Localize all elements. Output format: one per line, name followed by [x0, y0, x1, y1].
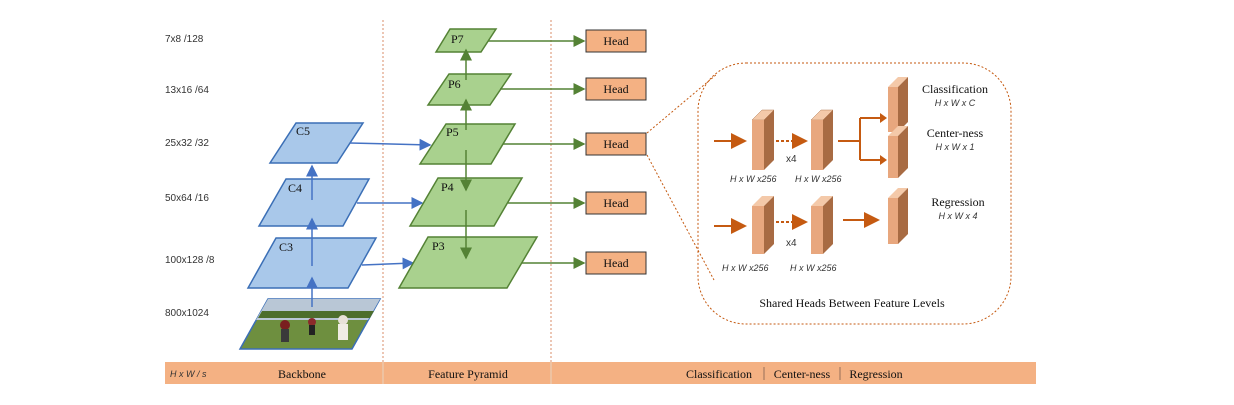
- repeat-label-bottom: x4: [786, 238, 797, 249]
- output-regression-map: [888, 188, 908, 244]
- head-box-p4: Head: [585, 191, 647, 215]
- head-box-p6: Head: [585, 77, 647, 101]
- backbone-c4-label: C4: [288, 181, 302, 195]
- head-label: Head: [603, 34, 628, 48]
- arrow-c5-p5: [349, 138, 432, 151]
- head-label: Head: [603, 196, 628, 210]
- pyramid-p6-label: P6: [448, 77, 461, 91]
- bottom-bar-backbone: Backbone: [278, 367, 326, 381]
- feature-map-top-1: [751, 109, 775, 170]
- arrow-c3-p3: [361, 257, 415, 270]
- output-classification-map: [888, 77, 908, 132]
- branch-lines: [838, 117, 880, 161]
- backbone-c3-label: C3: [279, 240, 293, 254]
- scale-label-p4: 50x64 /16: [165, 193, 209, 204]
- bottom-bar-pyramid: Feature Pyramid: [428, 367, 508, 381]
- dims-bottom-2: H x W x256: [790, 263, 837, 273]
- pyramid-p6: [426, 73, 513, 106]
- head-box-p3: Head: [585, 251, 647, 275]
- backbone-c4: [257, 178, 371, 227]
- head-label: Head: [603, 137, 628, 151]
- dims-bottom-1: H x W x256: [722, 263, 769, 273]
- repeat-label-top: x4: [786, 154, 797, 165]
- pyramid-p3-label: P3: [432, 239, 445, 253]
- backbone-c5-label: C5: [296, 124, 310, 138]
- bottom-bar-regression: Regression: [849, 367, 902, 381]
- pyramid-p3: [397, 236, 539, 289]
- output-centerness-map: [888, 126, 908, 178]
- zoom-connector-bottom: [646, 154, 715, 281]
- scale-label-p3: 100x128 /8: [165, 255, 215, 266]
- regression-title: Regression: [931, 195, 984, 209]
- pyramid-p4: [408, 177, 524, 227]
- pyramid-p7-label: P7: [451, 32, 464, 46]
- feature-map-bottom-1: [752, 196, 774, 254]
- centerness-title: Center-ness: [927, 126, 984, 140]
- zoom-connector-top: [646, 73, 718, 134]
- head-label: Head: [603, 256, 628, 270]
- pyramid-p4-label: P4: [441, 180, 454, 194]
- regression-dims: H x W x 4: [938, 211, 977, 221]
- shared-heads-caption: Shared Heads Between Feature Levels: [759, 296, 945, 310]
- head-box-p5: Head: [585, 132, 647, 156]
- bottom-bar-scale: H x W / s: [170, 369, 207, 379]
- pyramid-p5-label: P5: [446, 125, 459, 139]
- pyramid-p5: [418, 123, 517, 165]
- dims-top-2: H x W x256: [795, 174, 842, 184]
- feature-map-bottom-2: [811, 196, 833, 254]
- scale-label-p5: 25x32 /32: [165, 138, 209, 149]
- feature-map-top-2: [810, 109, 834, 170]
- centerness-dims: H x W x 1: [935, 142, 974, 152]
- backbone-c5: [268, 122, 365, 164]
- shared-head-detail-box: [697, 62, 1012, 325]
- bottom-bar-classification: Classification: [686, 367, 752, 381]
- scale-label-p6: 13x16 /64: [165, 85, 209, 96]
- head-box-p7: Head: [585, 29, 647, 53]
- scale-label-input: 800x1024: [165, 308, 209, 319]
- classification-title: Classification: [922, 82, 988, 96]
- head-label: Head: [603, 82, 628, 96]
- input-image: [238, 298, 382, 350]
- scale-label-p7: 7x8 /128: [165, 34, 204, 45]
- dims-top-1: H x W x256: [730, 174, 777, 184]
- pyramid-p7: [434, 28, 498, 53]
- bottom-bar-centerness: Center-ness: [774, 367, 831, 381]
- classification-dims: H x W x C: [935, 98, 976, 108]
